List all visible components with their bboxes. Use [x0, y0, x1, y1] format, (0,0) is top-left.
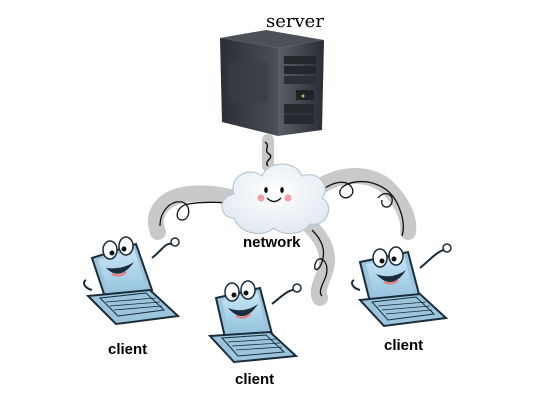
server-tower-icon — [220, 30, 324, 136]
laptop-character-icon — [83, 236, 181, 326]
cable-right — [310, 168, 417, 240]
laptop-character-icon — [207, 280, 302, 364]
cable-server — [262, 134, 274, 172]
client-label-middle: client — [235, 371, 275, 388]
cable-middle — [302, 218, 335, 306]
network-label: network — [243, 234, 301, 251]
client-label-left: client — [108, 341, 148, 358]
laptop-character-icon — [351, 243, 452, 328]
server-label: server — [266, 11, 324, 32]
client-label-right: client — [384, 337, 424, 354]
cloud-face-icon — [221, 163, 330, 235]
